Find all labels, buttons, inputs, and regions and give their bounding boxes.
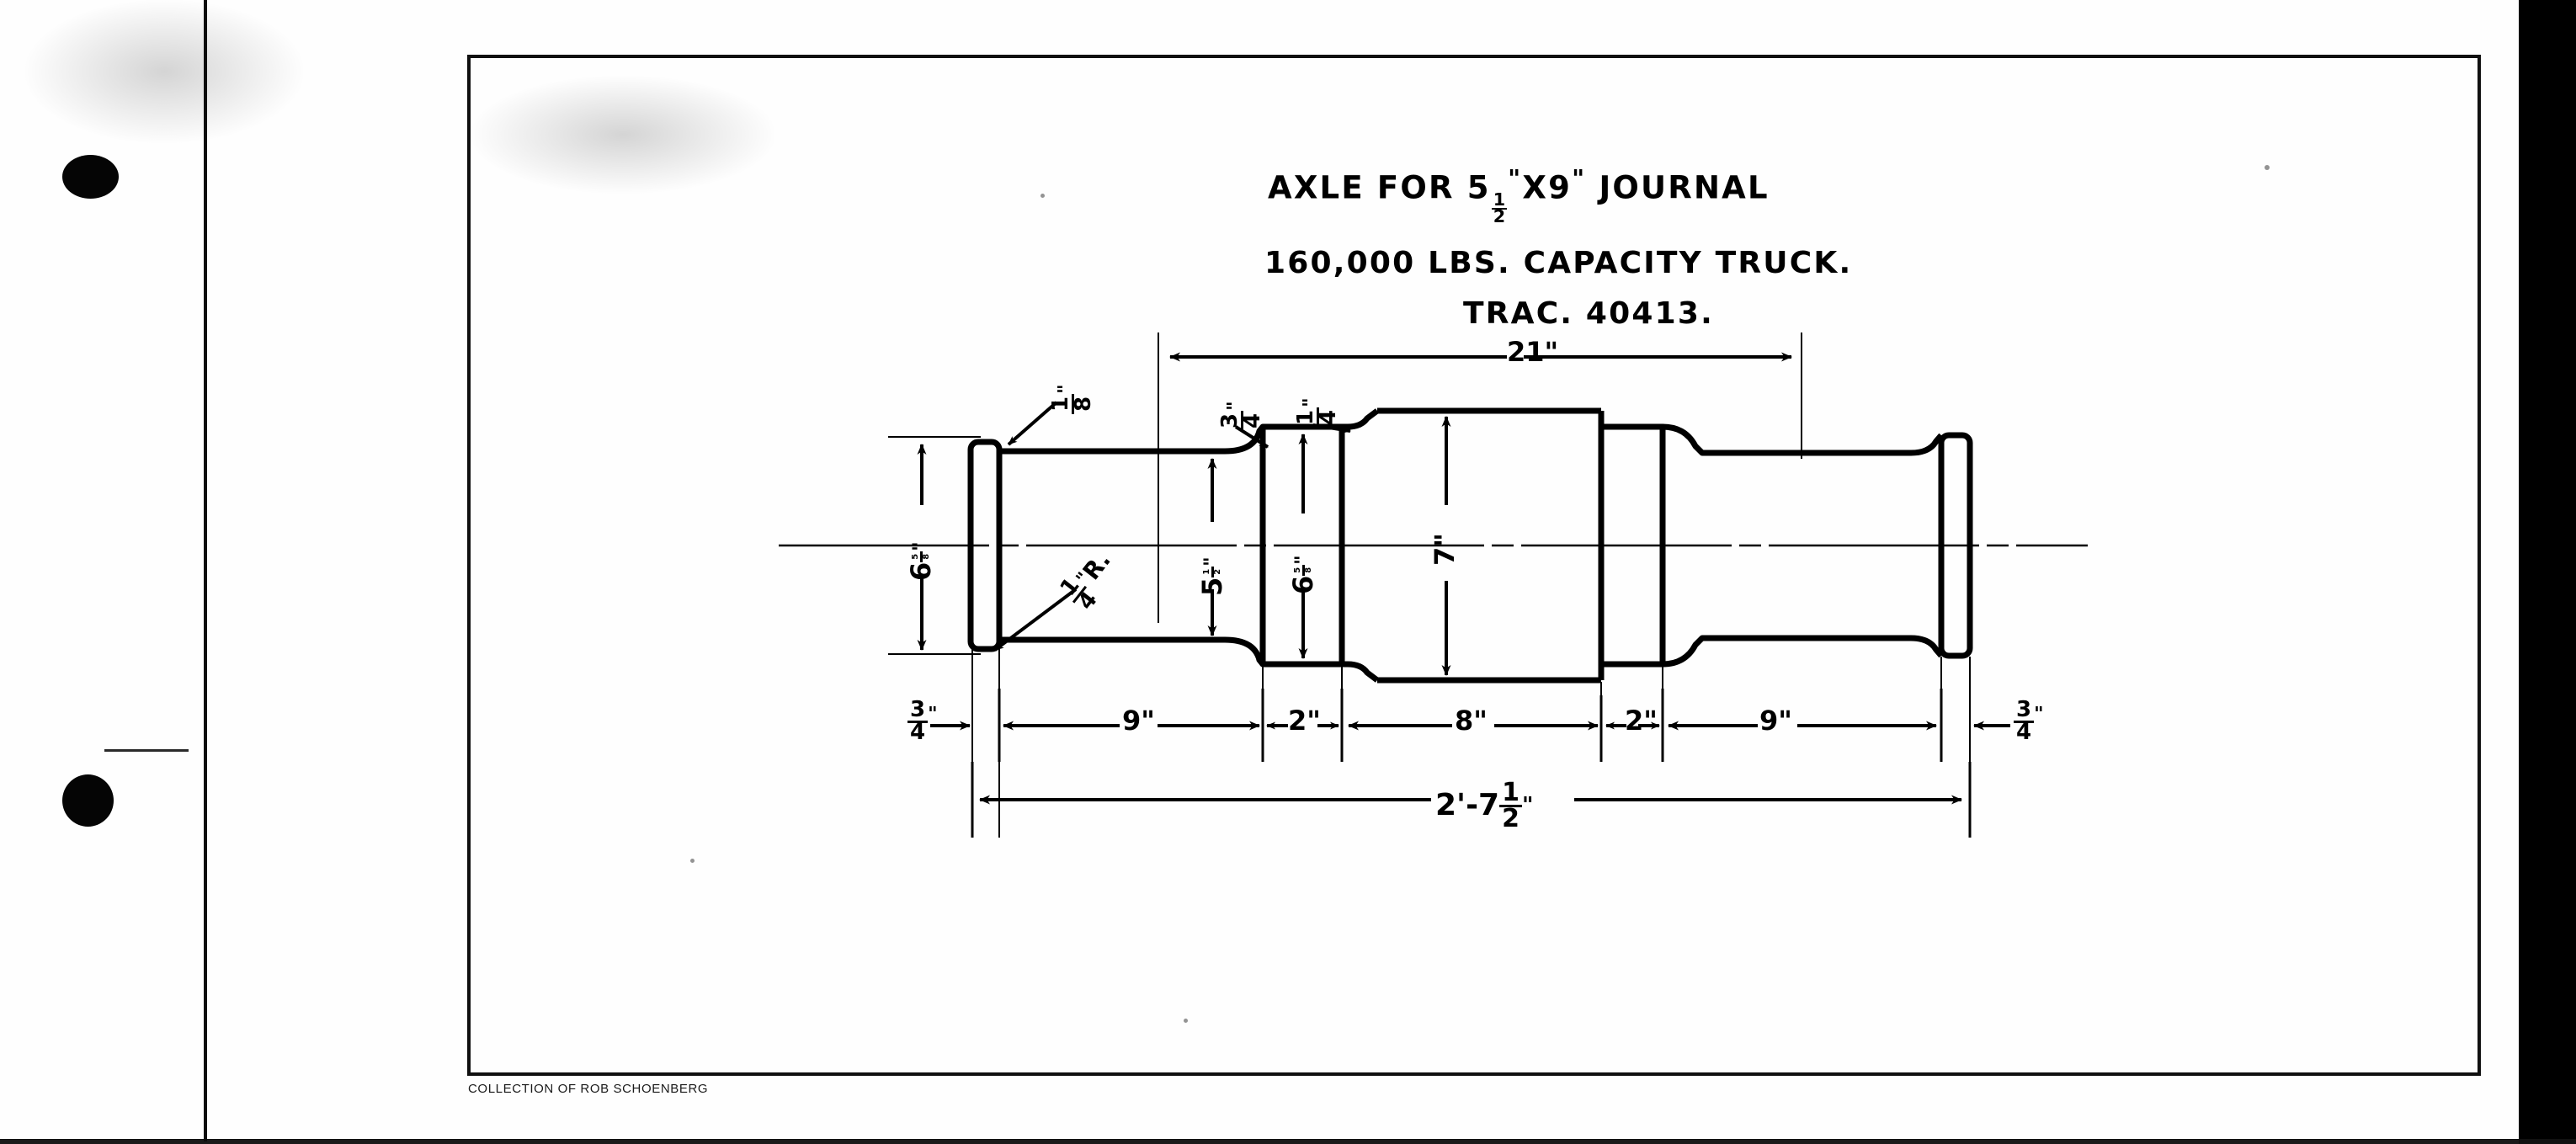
title-inch-mark-1: " (1508, 164, 1523, 193)
scan-speck-d (1184, 1019, 1188, 1023)
left-journal-bottom (999, 636, 1265, 667)
dimension-overall (971, 762, 1972, 838)
binder-margin-rule (204, 0, 207, 1141)
right-journal-top (1662, 423, 1944, 456)
title-line-2: 160,000 LBS. CAPACITY TRUCK. (1264, 245, 1853, 280)
right-wheel-seat-band-outline (1601, 423, 1666, 668)
scan-edge-bottom-inner (0, 1140, 2519, 1144)
dimension-label-body-dia: 7" (1429, 533, 1461, 566)
scan-speck-a (1041, 194, 1045, 198)
vertical-dimension-lines (917, 416, 1451, 676)
title-inch-mark-2: " (1572, 164, 1587, 193)
punch-hole-top (62, 155, 119, 199)
dimension-label-center-body: 8" (1455, 705, 1488, 737)
punch-alignment-tick (104, 749, 189, 752)
right-journal-bottom (1662, 635, 1944, 668)
title-line-1-suffix: JOURNAL (1599, 169, 1770, 206)
left-body-transition-top (1342, 408, 1380, 430)
dimension-label-right-journal: 9" (1759, 705, 1792, 737)
dimension-label-left-band: 2" (1288, 705, 1321, 737)
left-end-collar (967, 439, 1003, 652)
drawing-frame-border (467, 55, 2481, 1076)
left-journal-top (999, 424, 1265, 455)
scan-speck-b (2265, 165, 2270, 170)
left-body-transition-bottom (1342, 661, 1380, 683)
dimension-chain-bottom (930, 689, 2010, 762)
right-end-collar (1938, 432, 1973, 659)
scan-speck-c (690, 859, 695, 863)
punch-hole-bottom (62, 774, 114, 827)
scan-edge-right (2519, 0, 2576, 1144)
title-line-1-mid: X9 (1522, 169, 1573, 206)
dimension-label-left-journal: 9" (1122, 705, 1155, 737)
title-line-1-prefix: AXLE FOR 5 (1268, 169, 1491, 206)
dimension-label-right-band: 2" (1625, 705, 1658, 737)
dimension-label-21-inch: 21" (1507, 336, 1559, 368)
leader-lines (993, 401, 1351, 652)
collection-credit: COLLECTION OF ROB SCHOENBERG (468, 1082, 709, 1096)
title-line-3: TRAC. 40413. (1462, 295, 1715, 331)
